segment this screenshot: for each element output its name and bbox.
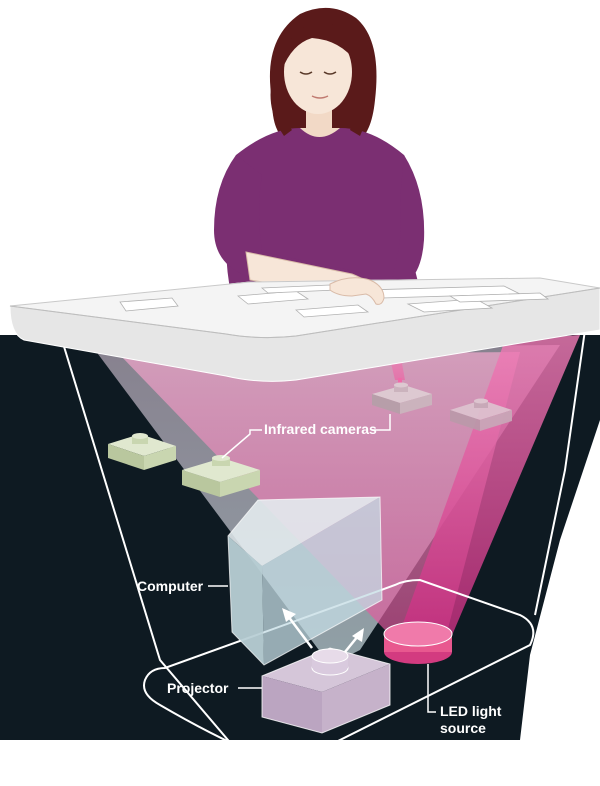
infrared-camera-center xyxy=(182,455,260,497)
led-light-beams xyxy=(120,335,580,640)
infrared-camera-pink xyxy=(372,382,432,414)
led-light-source xyxy=(383,621,453,664)
floor-outline xyxy=(143,578,535,763)
projector xyxy=(261,647,391,734)
infrared-camera-right xyxy=(450,398,512,431)
label-leaders xyxy=(208,414,436,713)
woman-user xyxy=(214,7,425,303)
infrared-camera-left xyxy=(108,433,176,470)
label-computer: Computer xyxy=(137,578,204,594)
label-led-light-line1: LED light xyxy=(440,703,502,719)
hand-touching-table xyxy=(329,277,385,305)
label-infrared-cameras: Infrared cameras xyxy=(264,421,377,437)
label-projector: Projector xyxy=(167,680,229,696)
label-led-light-line2: source xyxy=(440,720,486,736)
projection-arrows xyxy=(282,608,364,653)
table-cabinet-outline xyxy=(61,329,586,776)
table-top xyxy=(9,277,600,382)
